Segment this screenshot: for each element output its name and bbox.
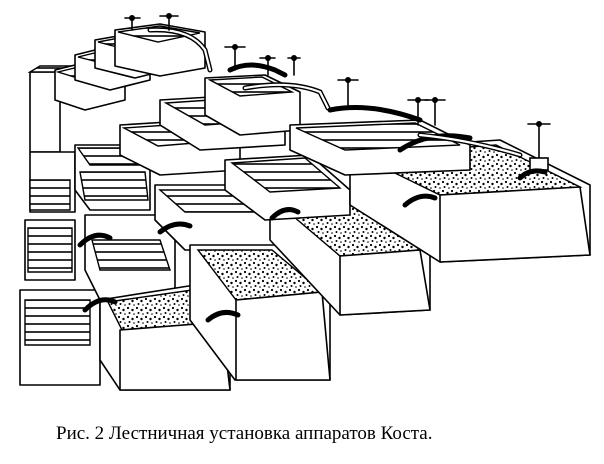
front-trough-2: [189, 244, 331, 381]
faucet-icons: [124, 13, 551, 171]
figure-caption: Рис. 2 Лестничная установка аппаратов Ко…: [56, 423, 433, 444]
staircase-apparatus-illustration: [19, 13, 591, 391]
overflow-spouts: [77, 168, 548, 323]
mid-step-troughs: [159, 74, 351, 221]
upper-troughs: [54, 23, 206, 111]
water-pipes: [147, 27, 523, 158]
